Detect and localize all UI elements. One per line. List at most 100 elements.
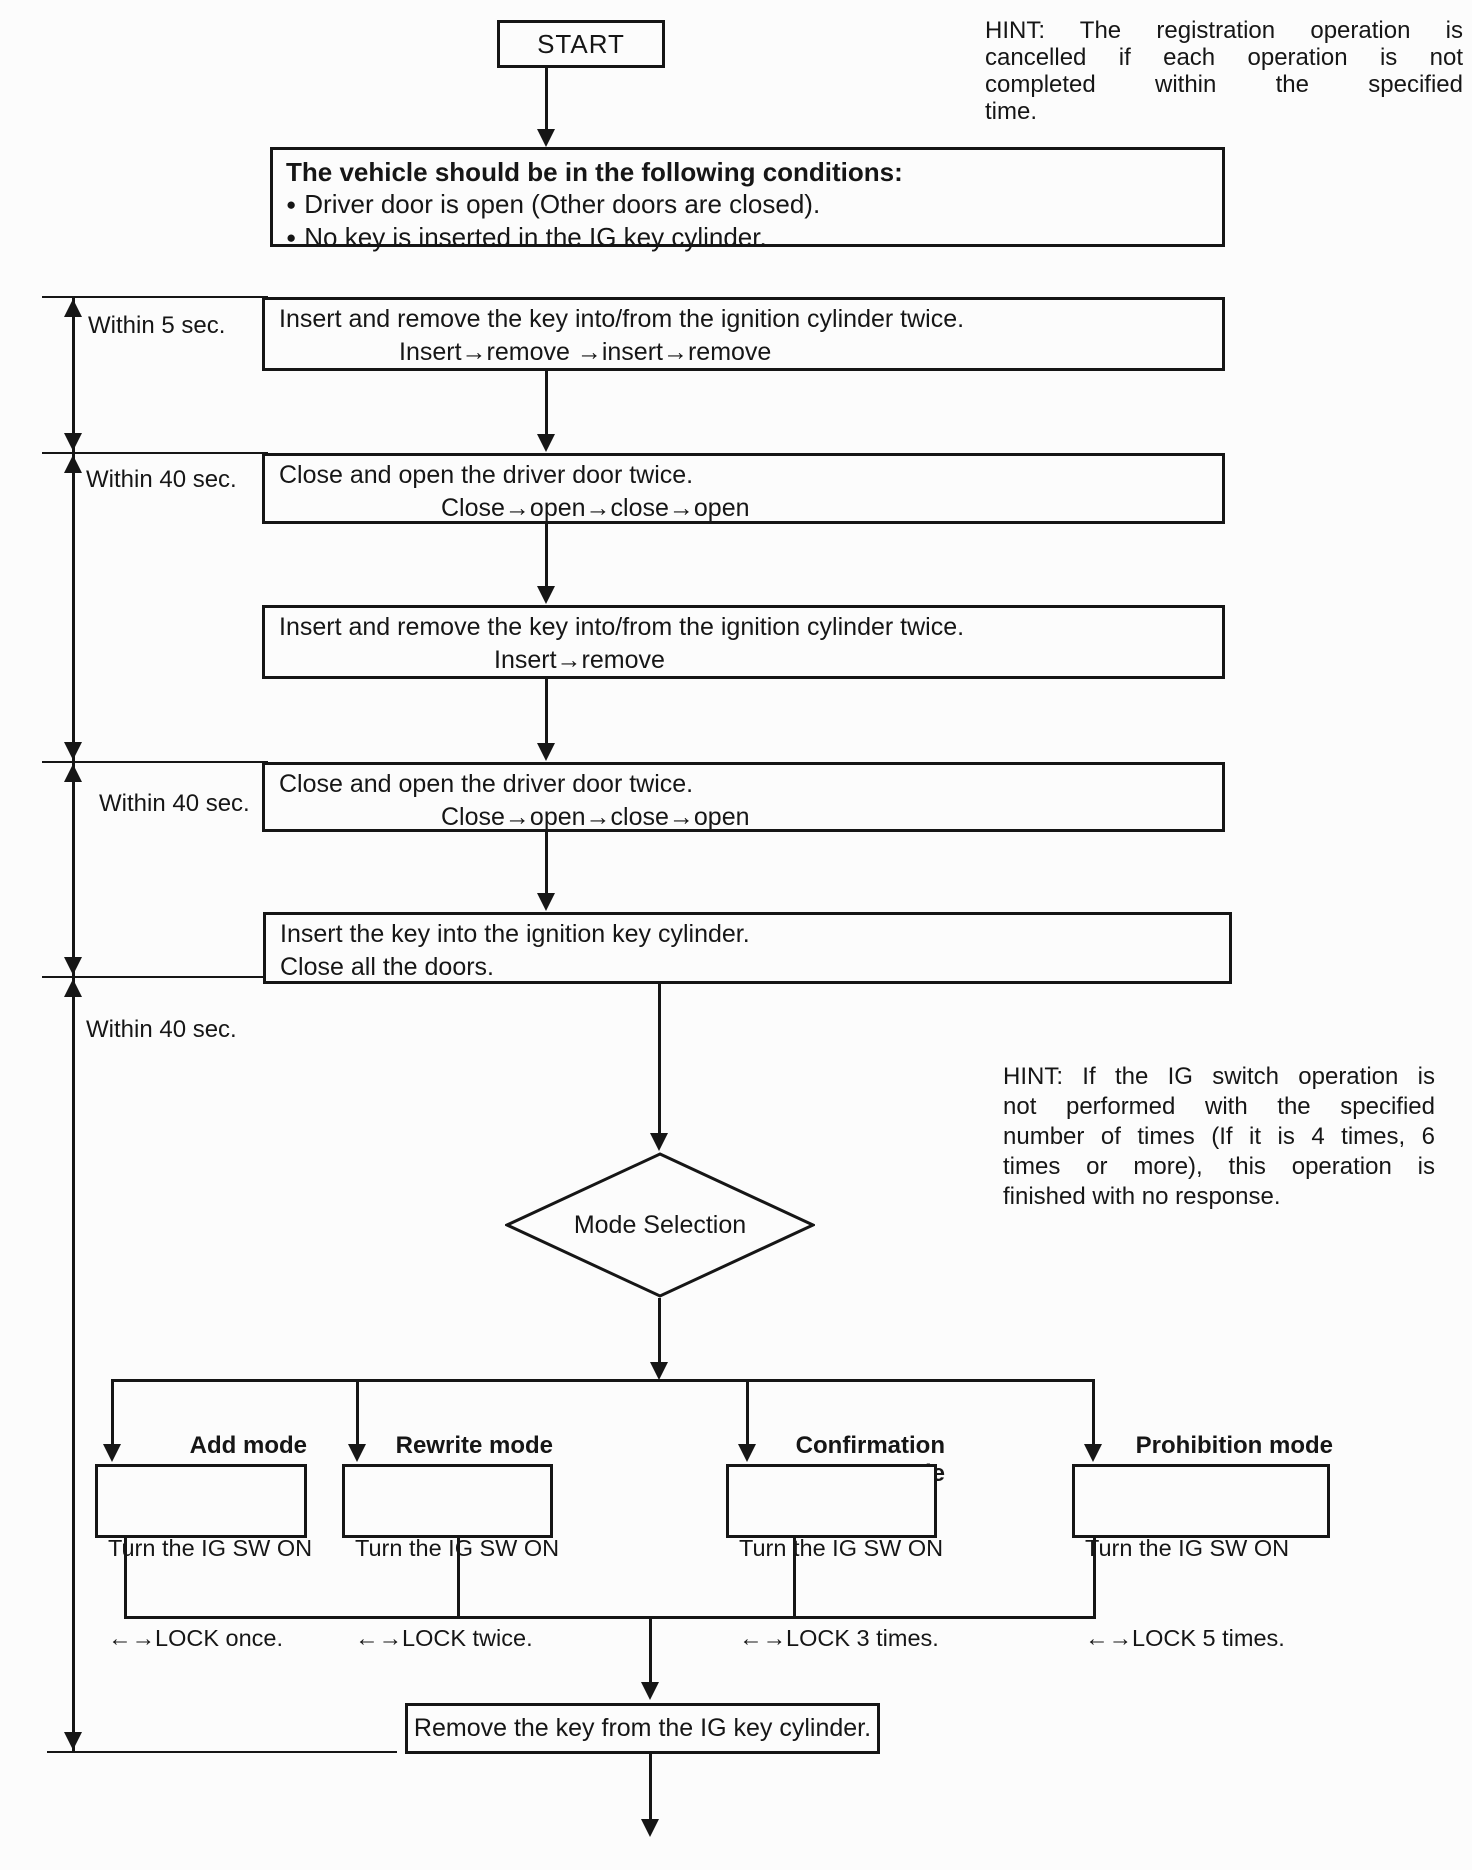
- arrow-down-icon: [64, 957, 82, 975]
- connector-line: [545, 68, 548, 131]
- hint-line: completed within the specified: [985, 71, 1463, 98]
- hint-top-note: HINT: The registration operation is canc…: [985, 17, 1463, 125]
- mode-line: ←→LOCK 5 times.: [1085, 1625, 1285, 1651]
- bullet-icon: ●: [286, 228, 297, 247]
- branch-drop-line: [111, 1382, 114, 1445]
- step-line: Insert and remove the key into/from the …: [279, 613, 965, 641]
- arrow-down-icon: [64, 433, 82, 451]
- step-line: Insert→remove →insert→remove: [399, 338, 772, 366]
- hint-line: not performed with the specified: [1003, 1093, 1435, 1120]
- step-node-insert-remove-twice: Insert and remove the key into/from the …: [262, 297, 1225, 371]
- conditions-node: The vehicle should be in the following c…: [270, 147, 1225, 252]
- conditions-item: ● Driver door is open (Other doors are cl…: [286, 188, 1214, 221]
- arrow-down-icon: [641, 1682, 659, 1700]
- arrow-down-icon: [64, 1732, 82, 1750]
- branch-drop-line: [356, 1382, 359, 1445]
- timeline-label: Within 40 sec.: [86, 466, 237, 493]
- timeline-tick: [42, 452, 268, 454]
- connector-line: [545, 832, 548, 894]
- conditions-item-text: No key is inserted in the IG key cylinde…: [304, 222, 767, 252]
- arrow-up-icon: [64, 299, 82, 317]
- connector-line: [545, 524, 548, 587]
- arrow-down-icon: [650, 1133, 668, 1151]
- arrow-down-icon: [537, 434, 555, 452]
- merge-drop-line: [793, 1538, 796, 1618]
- diamond-shape: [505, 1152, 815, 1298]
- step-line: Close all the doors.: [280, 953, 495, 981]
- mode-title-add: Add mode: [189, 1432, 307, 1459]
- timeline-line: [72, 297, 75, 1752]
- connector-line: [658, 1298, 661, 1363]
- connector-line: [545, 679, 548, 743]
- branch-drop-line: [1092, 1382, 1095, 1445]
- arrow-down-icon: [103, 1444, 121, 1462]
- step-node-close-open-doors-2: Close and open the driver door twice. Cl…: [262, 762, 1225, 832]
- mode-line: ←→LOCK twice.: [355, 1625, 533, 1651]
- connector-line: [649, 1619, 652, 1683]
- step-node-insert-key-close-doors: Insert the key into the ignition key cyl…: [263, 912, 1232, 984]
- merge-drop-line: [124, 1538, 127, 1618]
- conditions-item-text: Driver door is open (Other doors are clo…: [304, 189, 821, 219]
- step-line: Insert→remove: [494, 646, 665, 674]
- arrow-down-icon: [537, 586, 555, 604]
- arrow-down-icon: [64, 742, 82, 760]
- bullet-icon: ●: [286, 195, 297, 214]
- decision-node-mode-selection: Mode Selection: [505, 1152, 815, 1298]
- conditions-title: The vehicle should be in the following c…: [286, 157, 903, 187]
- arrow-down-icon: [537, 129, 555, 147]
- hint-line: number of times (If it is 4 times, 6: [1003, 1123, 1435, 1150]
- arrow-up-icon: [64, 979, 82, 997]
- hint-line: HINT: The registration operation is: [985, 17, 1463, 44]
- mode-line: Turn the IG SW ON: [1085, 1535, 1290, 1561]
- step-line: Close and open the driver door twice.: [279, 461, 694, 489]
- mode-line: Turn the IG SW ON: [355, 1535, 560, 1561]
- merge-drop-line: [457, 1538, 460, 1618]
- mode-node-add: Turn the IG SW ON ←→LOCK once.: [95, 1464, 312, 1651]
- timeline-tick: [47, 1751, 397, 1753]
- timeline-tick: [42, 761, 268, 763]
- hint-middle-note: HINT: If the IG switch operation is not …: [1003, 1062, 1435, 1212]
- step-line: Close and open the driver door twice.: [279, 770, 694, 798]
- mode-node-confirmation: Turn the IG SW ON ←→LOCK 3 times.: [726, 1464, 943, 1651]
- merge-line: [124, 1616, 1096, 1619]
- timeline-label: Within 40 sec.: [86, 1016, 237, 1043]
- mode-title-prohibition: Prohibition mode: [1135, 1432, 1333, 1459]
- step-node-insert-remove: Insert and remove the key into/from the …: [262, 605, 1225, 679]
- step-line: Insert and remove the key into/from the …: [279, 305, 965, 333]
- step-line: Close→open→close→open: [441, 494, 750, 522]
- arrow-down-icon: [738, 1444, 756, 1462]
- final-node-remove-key: Remove the key from the IG key cylinder.: [405, 1703, 880, 1754]
- hint-line: finished with no response.: [1003, 1183, 1281, 1210]
- decision-label: Mode Selection: [573, 1210, 747, 1239]
- step-line: Insert the key into the ignition key cyl…: [280, 920, 750, 948]
- mode-title-rewrite: Rewrite mode: [395, 1432, 553, 1459]
- step-line: Close→open→close→open: [441, 803, 750, 831]
- arrow-up-icon: [64, 455, 82, 473]
- mode-node-rewrite: Turn the IG SW ON ←→LOCK twice.: [342, 1464, 559, 1651]
- mode-line: Turn the IG SW ON: [108, 1535, 313, 1561]
- mode-line: ←→LOCK 3 times.: [739, 1625, 939, 1651]
- hint-line: time.: [985, 98, 1038, 125]
- arrow-down-icon: [1084, 1444, 1102, 1462]
- timeline-tick: [42, 296, 268, 298]
- timeline-label: Within 40 sec.: [99, 790, 250, 817]
- conditions-item: ● No key is inserted in the IG key cylind…: [286, 221, 1214, 254]
- mode-line: ←→LOCK once.: [108, 1625, 284, 1651]
- mode-node-prohibition: Turn the IG SW ON ←→LOCK 5 times.: [1072, 1464, 1330, 1651]
- arrow-down-icon: [537, 893, 555, 911]
- arrow-up-icon: [64, 764, 82, 782]
- start-node: START: [497, 20, 665, 68]
- branch-drop-line: [746, 1382, 749, 1445]
- arrow-down-icon: [641, 1819, 659, 1837]
- merge-drop-line: [1093, 1538, 1096, 1618]
- hint-line: HINT: If the IG switch operation is: [1003, 1063, 1435, 1090]
- connector-line: [658, 984, 661, 1134]
- step-node-close-open-doors: Close and open the driver door twice. Cl…: [262, 453, 1225, 524]
- arrow-down-icon: [348, 1444, 366, 1462]
- hint-line: cancelled if each operation is not: [985, 44, 1463, 71]
- timeline-tick: [42, 976, 268, 978]
- hint-line: times or more), this operation is: [1003, 1153, 1435, 1180]
- branch-line: [111, 1379, 1095, 1382]
- mode-line: Turn the IG SW ON: [739, 1535, 944, 1561]
